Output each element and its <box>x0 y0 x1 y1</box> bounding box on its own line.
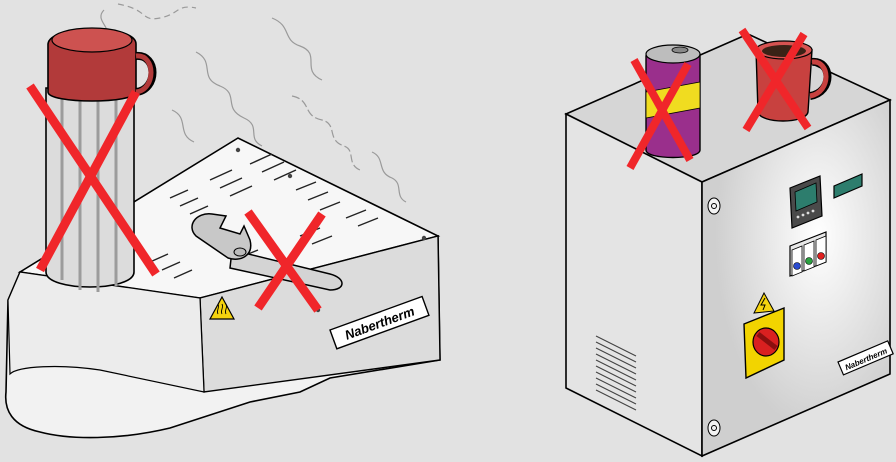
indicator-light-green <box>806 258 813 265</box>
heat-wisp <box>118 4 196 19</box>
screw <box>288 174 292 178</box>
left-panel: Nabertherm <box>6 4 440 438</box>
screw <box>236 148 240 152</box>
light-cell <box>804 241 814 271</box>
can-tab <box>672 47 688 53</box>
heat-wisp <box>272 18 322 80</box>
flask-cup-top <box>52 28 132 52</box>
lock <box>708 420 720 436</box>
right-panel: Nabertherm <box>566 30 893 456</box>
key <box>797 216 800 219</box>
screw <box>422 236 426 240</box>
indicator-light-blue <box>794 263 801 270</box>
heat-wisp <box>292 96 360 170</box>
can-lid <box>646 45 700 63</box>
heat-wisp <box>372 152 406 202</box>
heat-wisp <box>172 110 194 142</box>
heat-wisp <box>196 52 262 146</box>
key <box>812 210 815 213</box>
key <box>802 214 805 217</box>
key <box>807 212 810 215</box>
lock <box>708 198 720 214</box>
wrench-worm-screw <box>234 248 246 256</box>
indicator-light-red <box>818 253 825 260</box>
light-cell <box>816 236 826 266</box>
light-cell <box>792 246 802 276</box>
